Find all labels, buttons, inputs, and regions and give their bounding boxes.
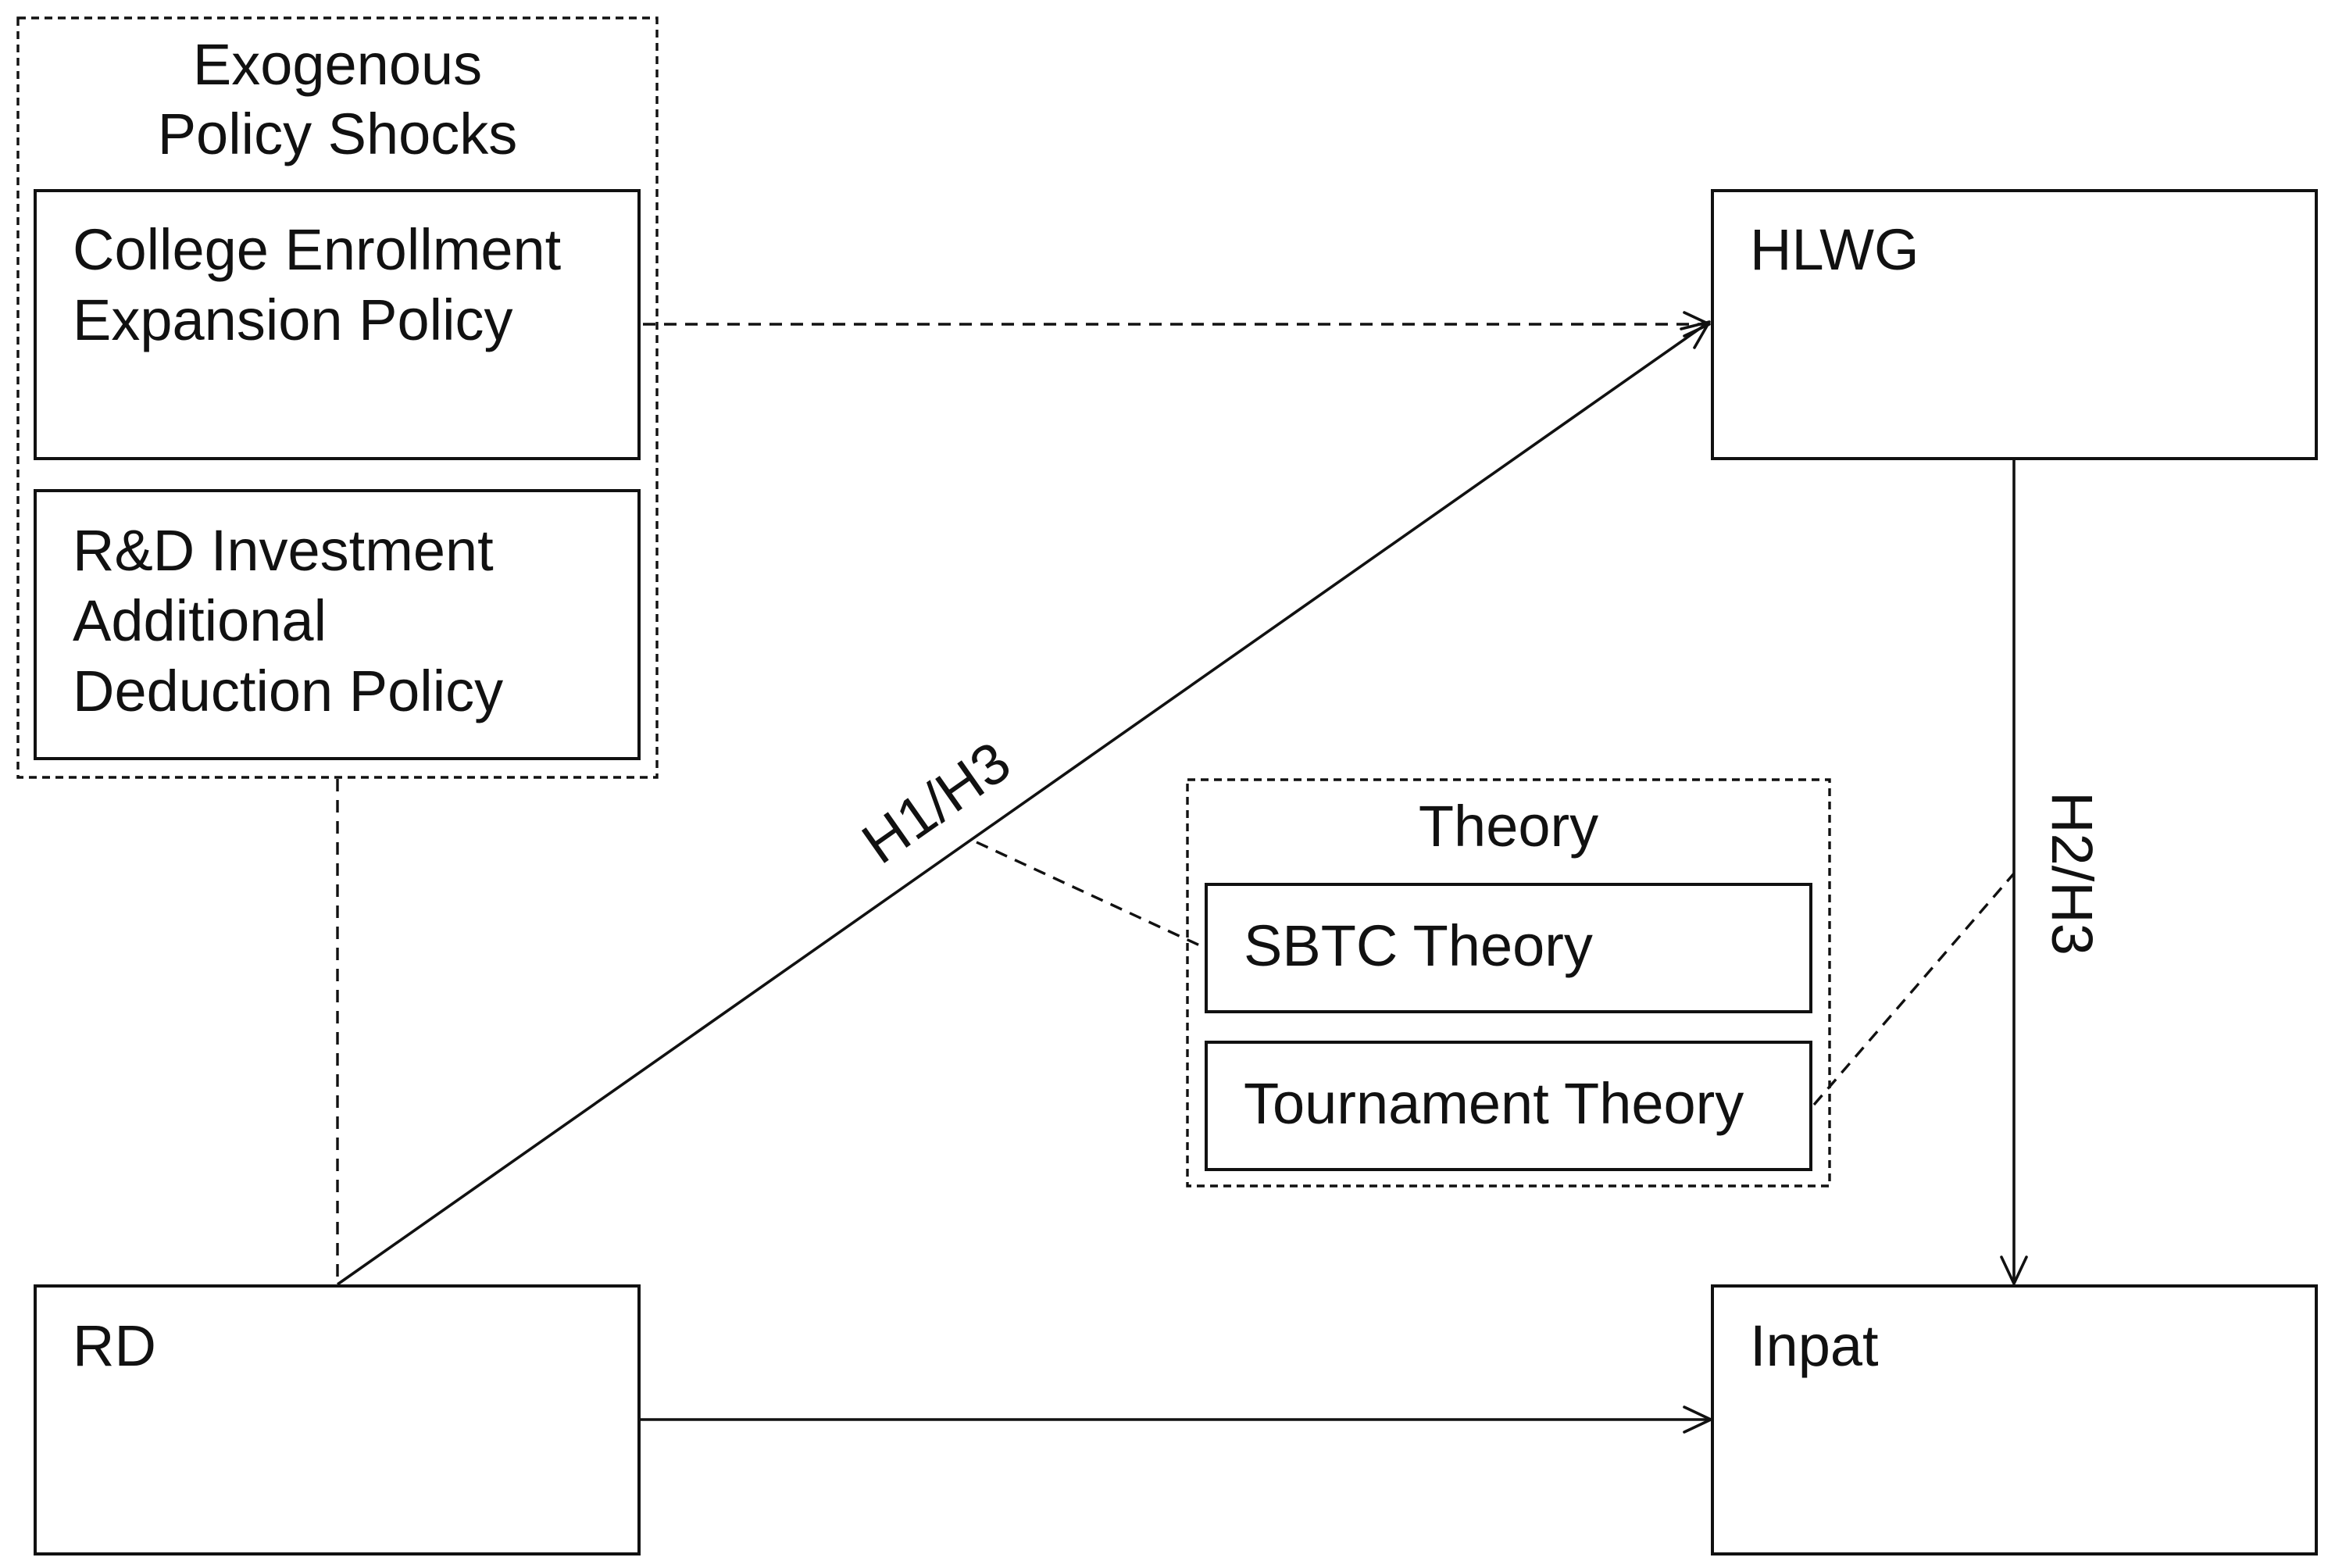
inpat-node: Inpat: [1711, 1284, 2318, 1555]
sbtc-theory-border: [1205, 883, 1812, 1013]
tournament-theory-link: [1812, 872, 2016, 1106]
college-enrollment-policy-line2: Expansion Policy: [73, 288, 513, 352]
hlwg-node-border: [1711, 189, 2318, 460]
rd-deduction-policy-line1: R&D Investment: [73, 518, 494, 583]
college-enrollment-policy-line1: College Enrollment: [73, 217, 562, 282]
rd-deduction-policy-line3: Deduction Policy: [73, 659, 503, 723]
college-enrollment-policy-box: College Enrollment Expansion Policy: [34, 189, 641, 460]
policy-shocks-title-line2: Policy Shocks: [158, 102, 518, 166]
rd-to-hlwg-arrowhead: [1680, 320, 1711, 349]
rd-deduction-policy-box: R&D Investment Additional Deduction Poli…: [34, 489, 641, 760]
sbtc-theory-link: [976, 841, 1205, 949]
rd-deduction-policy-border: [34, 489, 641, 760]
theory-group-title: Theory: [1419, 794, 1598, 859]
policy-shocks-group: Exogenous Policy Shocks College Enrollme…: [16, 16, 659, 779]
sbtc-theory-label: SBTC Theory: [1244, 913, 1593, 978]
college-enrollment-policy-border: [34, 189, 641, 460]
inpat-node-label: Inpat: [1750, 1313, 1879, 1378]
tournament-theory-label: Tournament Theory: [1244, 1071, 1744, 1136]
hlwg-node-label: HLWG: [1750, 217, 1919, 282]
hlwg-to-inpat-arrowhead: [2000, 1255, 2028, 1285]
policy-shocks-group-border: [16, 16, 659, 779]
sbtc-theory-box: SBTC Theory: [1205, 883, 1812, 1013]
rd-to-hlwg-arrow: [336, 320, 1711, 1286]
h1-h3-label: H1/H3: [851, 729, 1022, 876]
policy-shocks-title-line1: Exogenous: [193, 32, 482, 97]
h2-h3-label: H2/H3: [2040, 791, 2105, 955]
inpat-node-border: [1711, 1284, 2318, 1555]
tournament-theory-box: Tournament Theory: [1205, 1041, 1812, 1171]
theory-group: Theory SBTC Theory Tournament Theory: [1186, 778, 1831, 1188]
rd-node-label: RD: [73, 1313, 156, 1378]
rd-node: RD: [34, 1284, 641, 1555]
theory-group-border: [1186, 778, 1831, 1188]
rd-deduction-policy-line2: Additional: [73, 588, 327, 653]
hlwg-node: HLWG: [1711, 189, 2318, 460]
tournament-theory-border: [1205, 1041, 1812, 1171]
rd-to-inpat-arrowhead: [1683, 1405, 1712, 1434]
